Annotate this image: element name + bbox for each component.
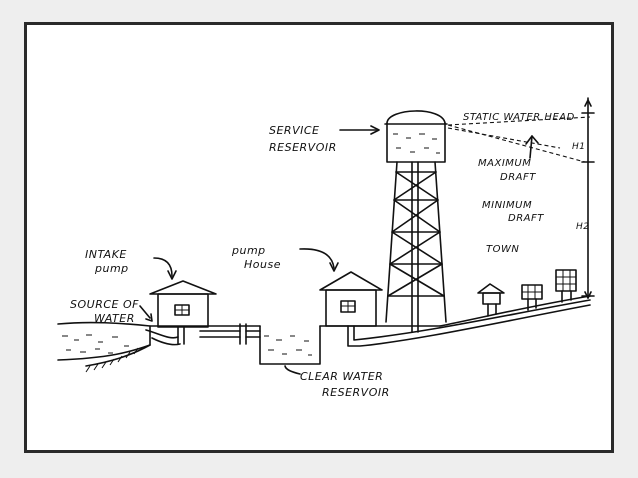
label-maximum-draft-2: DRAFT bbox=[500, 172, 536, 183]
distribution-main-inner bbox=[353, 299, 591, 341]
label-service-reservoir-2: RESERVOIR bbox=[269, 141, 337, 154]
label-clear-water-reservoir-2: RESERVOIR bbox=[322, 386, 390, 399]
label-minimum-draft-1: MINIMUM bbox=[482, 200, 532, 211]
clear-water-reservoir bbox=[259, 325, 321, 365]
town-buildings bbox=[477, 269, 577, 317]
label-h2: H2 bbox=[576, 222, 590, 232]
label-maximum-draft-1: MAXIMUM bbox=[478, 158, 531, 169]
label-minimum-draft-2: DRAFT bbox=[508, 213, 544, 224]
label-h1: H1 bbox=[572, 142, 586, 152]
label-clear-water-reservoir-1: CLEAR WATER bbox=[300, 370, 383, 383]
pump-house bbox=[319, 271, 383, 327]
rising-main-pipe bbox=[199, 323, 261, 345]
intake-pump-house bbox=[145, 280, 217, 346]
label-pump-house-1: pump bbox=[231, 244, 266, 257]
label-pump-house-2: House bbox=[244, 258, 281, 271]
hydraulic-gradient-lines bbox=[447, 116, 591, 163]
head-dimension bbox=[525, 97, 595, 299]
label-intake-pump-1: INTAKE bbox=[85, 248, 127, 261]
label-arrows bbox=[139, 125, 380, 375]
source-water-body bbox=[57, 321, 151, 373]
label-source-of-water-2: WATER bbox=[94, 312, 135, 325]
service-reservoir-tower bbox=[384, 110, 448, 333]
label-source-of-water-1: SOURCE OF bbox=[70, 298, 139, 311]
distribution-main bbox=[347, 304, 591, 347]
ground-slope bbox=[439, 295, 591, 327]
label-intake-pump-2: pump bbox=[94, 262, 129, 275]
label-town: TOWN bbox=[486, 244, 519, 255]
label-service-reservoir-1: SERVICE bbox=[269, 124, 319, 137]
label-static-water-head: STATIC WATER HEAD bbox=[463, 112, 575, 123]
diagram-frame bbox=[24, 22, 614, 453]
